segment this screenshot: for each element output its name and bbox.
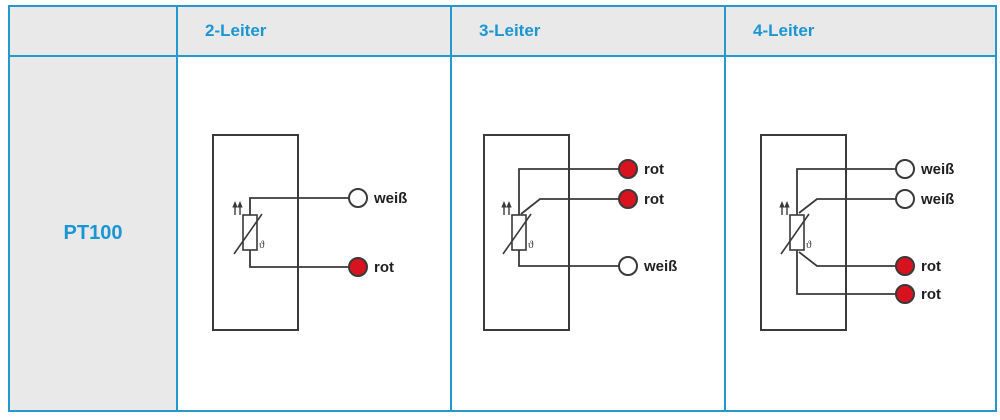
wiring-diagram-3-leiter: ϑ rot rot weiß — [483, 134, 677, 331]
temperature-arrows-icon — [501, 201, 512, 215]
wire-red-2 — [796, 250, 896, 295]
diagram-cell-4-leiter: ϑ weiß weiß rot rot — [726, 57, 995, 410]
temperature-arrows-icon — [779, 201, 790, 215]
terminal-dot-red — [895, 256, 915, 276]
wire-red-1 — [798, 251, 896, 267]
terminal-dot-red — [348, 257, 368, 277]
header-cell-2-leiter: 2-Leiter — [178, 7, 452, 57]
theta-symbol: ϑ — [259, 239, 265, 251]
terminal-white: weiß — [348, 188, 407, 208]
diagram-cell-2-leiter: ϑ weiß rot — [178, 57, 452, 410]
terminal-white-1: weiß — [895, 159, 954, 179]
header-cell-empty — [10, 7, 178, 57]
rtd-resistor-icon: ϑ — [780, 213, 812, 255]
terminal-white-2: weiß — [895, 189, 954, 209]
terminal-label: rot — [921, 258, 941, 275]
wire-white-2 — [798, 198, 896, 214]
terminal-dot-white — [348, 188, 368, 208]
header-cell-4-leiter: 4-Leiter — [726, 7, 995, 57]
temperature-arrows-icon — [232, 201, 243, 215]
column-title-4-leiter: 4-Leiter — [753, 21, 815, 40]
terminal-dot-white — [618, 256, 638, 276]
terminal-dot-white — [895, 159, 915, 179]
wiring-diagram-2-leiter: ϑ weiß rot — [212, 134, 407, 331]
terminal-red-2: rot — [895, 284, 941, 304]
rtd-resistor-icon: ϑ — [502, 213, 534, 255]
terminal-label: weiß — [373, 190, 407, 207]
header-cell-3-leiter: 3-Leiter — [452, 7, 726, 57]
terminal-dot-red — [895, 284, 915, 304]
column-title-3-leiter: 3-Leiter — [479, 21, 541, 40]
terminal-dot-red — [618, 159, 638, 179]
rtd-resistor-icon: ϑ — [233, 213, 265, 255]
terminal-label: rot — [921, 286, 941, 303]
theta-symbol: ϑ — [806, 239, 812, 251]
sensor-type-label: PT100 — [63, 222, 123, 244]
sensor-housing — [760, 134, 847, 331]
terminal-label: weiß — [920, 161, 954, 178]
row-label-cell: PT100 — [10, 57, 178, 410]
theta-symbol: ϑ — [528, 239, 534, 251]
terminal-label: rot — [644, 191, 664, 208]
sensor-housing — [483, 134, 570, 331]
wire-white-1 — [796, 168, 896, 215]
terminal-red-1: rot — [618, 159, 664, 179]
pt100-wiring-table: 2-Leiter 3-Leiter 4-Leiter PT100 ϑ — [8, 5, 997, 412]
terminal-dot-white — [895, 189, 915, 209]
terminal-red: rot — [348, 257, 394, 277]
wire-red-2 — [520, 198, 619, 215]
terminal-label: rot — [644, 161, 664, 178]
terminal-dot-red — [618, 189, 638, 209]
column-title-2-leiter: 2-Leiter — [205, 21, 267, 40]
wire-red — [249, 250, 349, 268]
sensor-housing — [212, 134, 299, 331]
wire-white — [518, 250, 619, 267]
wiring-diagram-4-leiter: ϑ weiß weiß rot rot — [760, 134, 954, 331]
terminal-red-1: rot — [895, 256, 941, 276]
terminal-label: rot — [374, 259, 394, 276]
terminal-white: weiß — [618, 256, 677, 276]
terminal-label: weiß — [643, 258, 677, 275]
terminal-label: weiß — [920, 191, 954, 208]
terminal-red-2: rot — [618, 189, 664, 209]
diagram-cell-3-leiter: ϑ rot rot weiß — [452, 57, 726, 410]
wire-red-1 — [518, 168, 619, 215]
wire-white — [249, 197, 349, 215]
